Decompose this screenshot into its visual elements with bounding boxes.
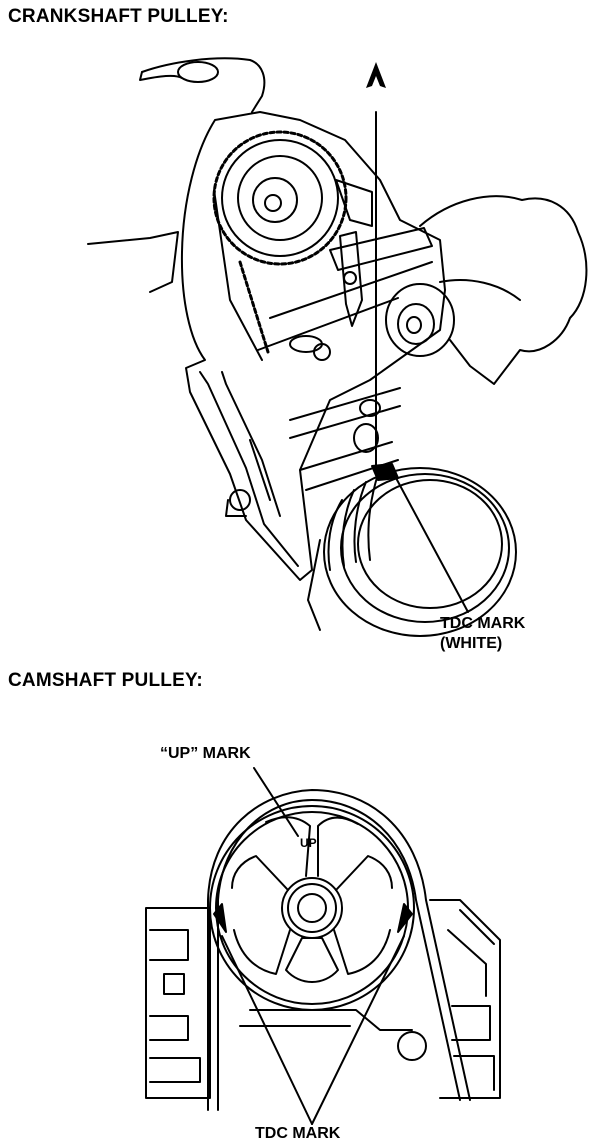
pointer-a-label: A (372, 64, 373, 83)
camshaft-timing-belt (208, 790, 470, 1110)
crankshaft-pulley (308, 468, 516, 636)
left-head-block (146, 908, 210, 1098)
tensioner-area (258, 180, 432, 360)
cam-tdc-label: TDC MARK (255, 1125, 341, 1142)
timing-belt-cover (182, 112, 445, 580)
upper-cam-pulley (214, 132, 346, 264)
left-mount-arm (88, 232, 178, 292)
crank-tdc-label-line2: (WHITE) (440, 635, 503, 652)
tdc-leader-left (222, 936, 312, 1124)
cover-bolt (226, 490, 250, 516)
crankshaft-heading: CRANKSHAFT PULLEY: (8, 6, 229, 27)
up-mark-label: “UP” MARK (160, 745, 251, 762)
camshaft-heading: CAMSHAFT PULLEY: (8, 670, 203, 691)
right-head-block (430, 900, 500, 1098)
cover-bolt-lower (398, 1032, 426, 1060)
up-stamp: UP (300, 836, 317, 850)
tdc-leader-right (312, 936, 404, 1124)
up-mark-leader (254, 768, 298, 836)
crank-tdc-label-line1: TDC MARK (440, 615, 526, 632)
timing-belt-run (214, 190, 262, 360)
right-side-pulley (386, 284, 454, 356)
engine-block-right (420, 196, 586, 384)
engine-bracket (140, 58, 264, 112)
crankshaft-illustration (0, 0, 608, 660)
pointer-a-arrow (366, 62, 386, 88)
tdc-leader-line (396, 478, 468, 612)
tdc-mark-white (372, 464, 398, 480)
lower-cover (250, 1010, 412, 1030)
